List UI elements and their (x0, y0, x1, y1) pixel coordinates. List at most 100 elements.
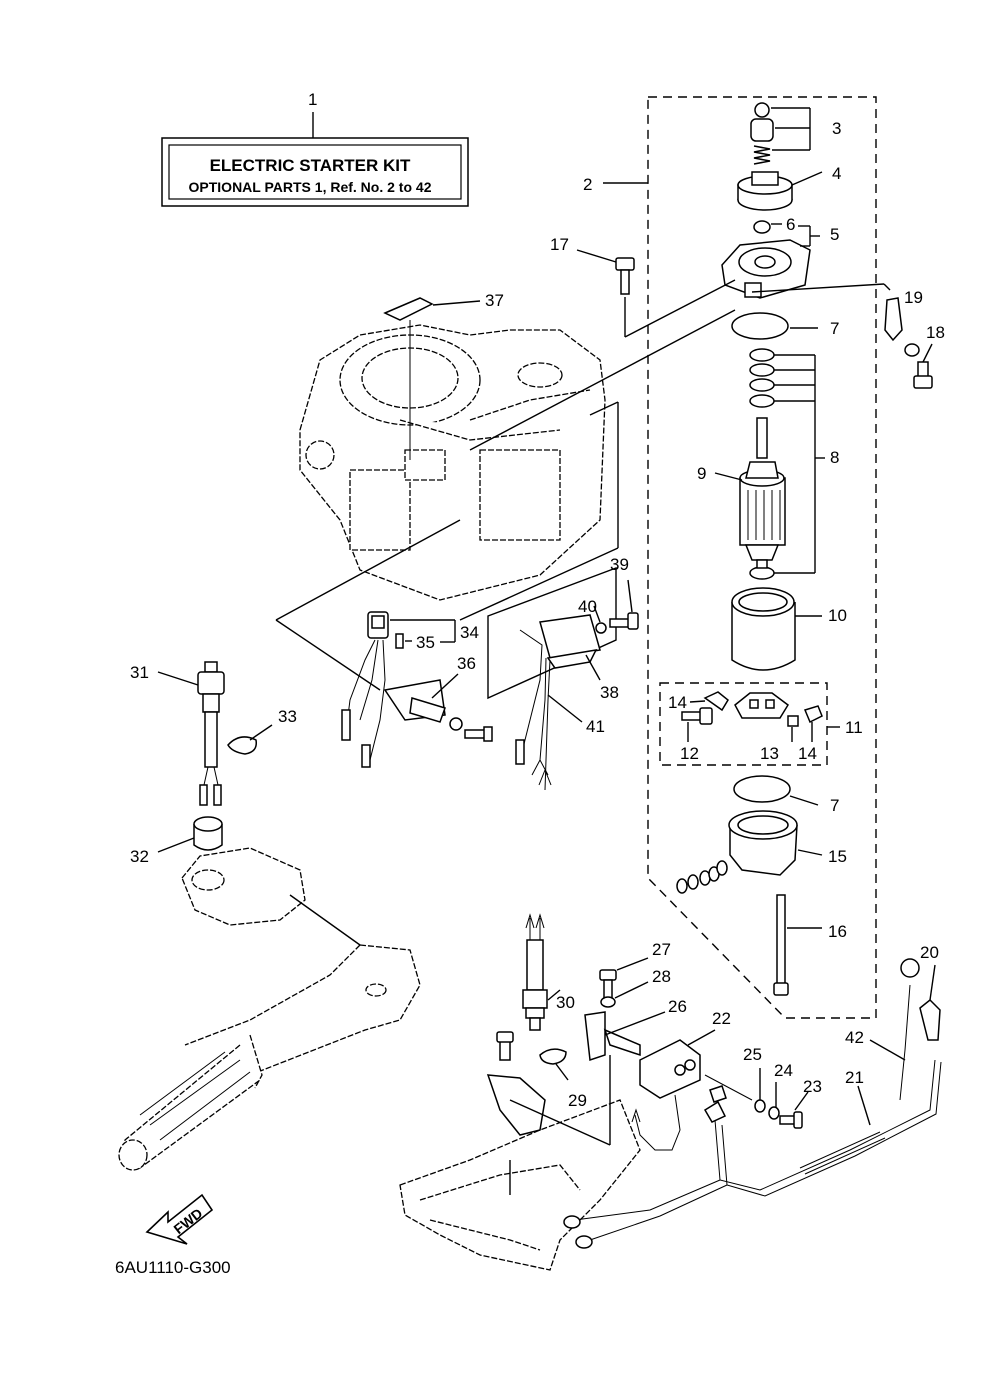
part-28-washer (600, 996, 616, 1008)
callout-24: 24 (774, 1061, 793, 1080)
callout-9: 9 (697, 464, 706, 483)
callout-17: 17 (550, 235, 569, 254)
callout-42: 42 (845, 1028, 864, 1047)
callout-5: 5 (830, 225, 839, 244)
callout-37: 37 (485, 291, 504, 310)
callout-30: 30 (556, 993, 575, 1012)
part-9-armature (739, 417, 786, 569)
callout-15: 15 (828, 847, 847, 866)
callout-39: 39 (610, 555, 629, 574)
part-6-washer (753, 220, 771, 234)
callout-32: 32 (130, 847, 149, 866)
kit-label-subtitle: OPTIONAL PARTS 1, Ref. No. 2 to 42 (189, 179, 432, 195)
rectifier-group-frame (487, 566, 617, 700)
part-30-neutral-switch (522, 913, 548, 1031)
starter-motor-frame (647, 96, 877, 1019)
callout-34: 34 (460, 623, 479, 642)
part-17-bolt (615, 257, 635, 295)
engine-block (299, 324, 606, 601)
part-23-bolt (779, 1111, 803, 1129)
part-42-cable (899, 984, 911, 1101)
tiller-handle (118, 847, 421, 1171)
part-32-bushing (193, 816, 223, 851)
part-31-switch (197, 661, 225, 806)
callout-7-lower: 7 (830, 796, 839, 815)
cable-terminal-clip (703, 1100, 727, 1123)
callout-3: 3 (832, 119, 841, 138)
part-12-screw (681, 707, 713, 725)
part-8-washer (749, 378, 775, 392)
callout-2: 2 (583, 175, 592, 194)
bottom-cowling (399, 1099, 641, 1271)
part-25-washer (754, 1099, 766, 1113)
part-11-box (659, 682, 828, 766)
part-5-front-bracket (721, 239, 811, 299)
part-33-clip (227, 736, 258, 755)
part-39-bolt (609, 612, 639, 630)
callout-7-upper: 7 (830, 319, 839, 338)
part-3-circlip (754, 102, 770, 118)
part-19-terminal (884, 297, 903, 342)
part-15-rear-cover (728, 810, 798, 876)
callout-23: 23 (803, 1077, 822, 1096)
part-7-o-ring-upper (731, 312, 789, 340)
callout-36: 36 (457, 654, 476, 673)
cable-terminal-clip (709, 1085, 727, 1103)
part-21-battery-cable (563, 1059, 942, 1249)
part-8-washer (749, 363, 775, 377)
callout-11: 11 (845, 718, 863, 737)
callout-4: 4 (832, 164, 841, 183)
part-3-collar (750, 118, 774, 142)
callout-26: 26 (668, 997, 687, 1016)
part-40-washer (595, 622, 607, 634)
part-15-washers (676, 860, 728, 894)
fwd-arrow-icon: FWD (145, 1193, 214, 1245)
callout-28: 28 (652, 967, 671, 986)
part-24-washer (768, 1106, 780, 1120)
figure-code: 6AU1110-G300 (115, 1258, 231, 1277)
part-3-spring (753, 145, 771, 165)
kit-label: ELECTRIC STARTER KIT OPTIONAL PARTS 1, R… (161, 137, 469, 207)
part-35-fuse (395, 633, 404, 649)
callout-21: 21 (845, 1068, 864, 1087)
part-42-terminal (900, 958, 920, 978)
part-38-rectifier (539, 614, 601, 669)
callout-16: 16 (828, 922, 847, 941)
callout-12: 12 (680, 744, 699, 763)
part-29-clip (539, 1048, 567, 1065)
callout-31: 31 (130, 663, 149, 682)
callout-6: 6 (786, 215, 795, 234)
callout-40: 40 (578, 597, 597, 616)
part-27-bolt (599, 969, 617, 999)
part-7-o-ring-lower (733, 775, 791, 803)
part-26-bracket (584, 1011, 641, 1062)
part-14-brush-left (703, 691, 729, 712)
callout-35: 35 (416, 633, 435, 652)
part-16-through-bolt (773, 894, 789, 996)
kit-label-title: ELECTRIC STARTER KIT (210, 156, 411, 175)
callout-1: 1 (308, 90, 317, 109)
part-8-washer (749, 566, 775, 580)
callout-10: 10 (828, 606, 847, 625)
part-20-boot (919, 998, 941, 1041)
callout-18: 18 (926, 323, 945, 342)
callout-33: 33 (278, 707, 297, 726)
callout-29: 29 (568, 1091, 587, 1110)
part-10-yoke (731, 587, 796, 671)
callout-14-left: 14 (668, 693, 687, 712)
part-37-cap (383, 297, 434, 321)
part-18-bolt (913, 361, 933, 389)
callout-8: 8 (830, 448, 839, 467)
callout-13: 13 (760, 744, 779, 763)
callout-22: 22 (712, 1009, 731, 1028)
part-13-brush (787, 715, 799, 727)
callout-20: 20 (920, 943, 939, 962)
callout-25: 25 (743, 1045, 762, 1064)
part-8-washer (749, 394, 775, 408)
part-36-bracket (409, 697, 493, 742)
mounting-plate (486, 1031, 546, 1136)
part-4-pinion (737, 171, 793, 211)
callout-41: 41 (586, 717, 605, 736)
part-41-wire-leads (515, 629, 552, 791)
